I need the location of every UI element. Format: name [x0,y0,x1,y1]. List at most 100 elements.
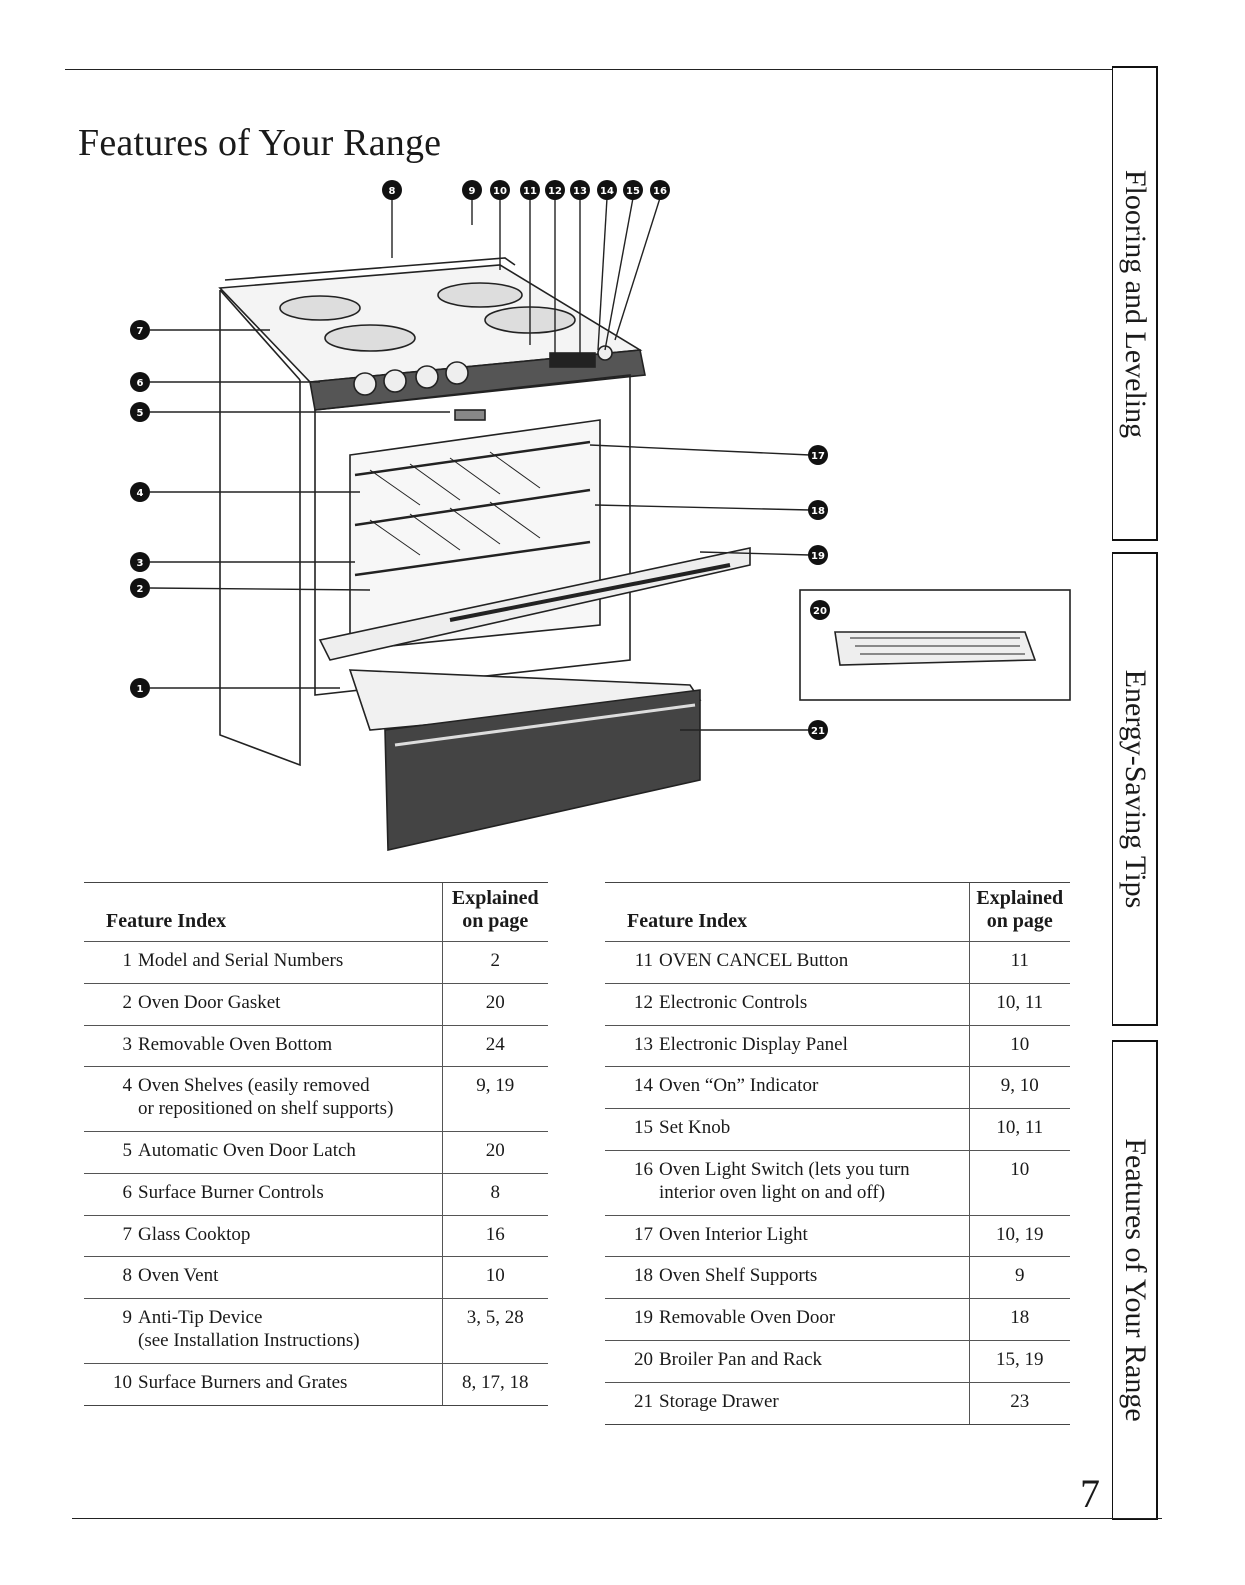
feature-name: Removable Oven Bottom [138,1033,333,1055]
column-header-feature: Feature Index [605,882,969,942]
feature-number: 14 [634,1075,653,1097]
page-reference: 8, 17, 18 [441,1362,548,1406]
feature-number: 17 [634,1223,653,1245]
side-tab-energy-saving-tips[interactable]: Energy-Saving Tips [1112,552,1158,1026]
feature-name-continued: or repositioned on shelf supports) [138,1098,394,1120]
callout-4: 4 [137,488,144,499]
feature-number: 11 [634,950,653,971]
page-reference: 20 [441,1130,548,1174]
callout-18: 18 [811,506,825,517]
feature-number: 4 [122,1075,133,1097]
callout-21: 21 [811,726,825,737]
callout-7: 7 [137,326,144,337]
feature-number: 7 [122,1223,133,1245]
table-row: 17 Oven Interior Light 10, 19 [605,1214,1070,1257]
feature-number: 10 [113,1371,132,1393]
feature-name: Oven Interior Light [659,1223,808,1245]
page-reference: 9 [968,1256,1070,1299]
feature-name: Electronic Display Panel [659,1033,848,1055]
feature-name: Glass Cooktop [138,1223,251,1245]
feature-name: Oven Shelf Supports [659,1265,818,1287]
feature-cell: 18 Oven Shelf Supports [605,1256,969,1299]
page-reference: 10 [968,1149,1070,1216]
callout-14: 14 [600,186,614,197]
feature-number: 21 [634,1390,653,1412]
callout-1: 1 [137,684,144,695]
feature-number: 20 [634,1348,653,1370]
callout-17: 17 [811,451,825,462]
feature-name: Broiler Pan and Rack [659,1348,823,1370]
page-reference: 10 [441,1256,548,1299]
callout-8: 8 [389,186,396,197]
feature-name: Automatic Oven Door Latch [138,1139,356,1161]
feature-name: Anti-Tip Device [138,1307,263,1329]
feature-number: 6 [122,1181,133,1203]
feature-cell: 17 Oven Interior Light [605,1214,969,1257]
page-reference: 11 [968,941,1070,984]
feature-number: 19 [634,1307,653,1329]
page-reference: 10, 19 [968,1214,1070,1257]
table-row: 12 Electronic Controls 10, 11 [605,982,1070,1026]
page-reference: 8 [441,1172,548,1216]
side-tab-flooring-and-leveling[interactable]: Flooring and Leveling [1112,66,1158,541]
side-tab-features-of-your-range[interactable]: Features of Your Range [1112,1040,1158,1520]
feature-number: 12 [634,991,653,1013]
callout-20: 20 [813,606,827,617]
page-reference: 16 [441,1214,548,1257]
feature-number: 18 [634,1265,653,1287]
callout-3: 3 [137,558,144,569]
feature-name: Electronic Controls [659,991,808,1013]
feature-cell: 12 Electronic Controls [605,982,969,1026]
side-tab-label: Features of Your Range [1118,1138,1152,1422]
feature-number: 5 [122,1139,133,1161]
feature-name: Oven Light Switch (lets you turn [659,1158,910,1180]
page-reference: 10, 11 [968,982,1070,1026]
top-rule [65,69,1113,70]
page-reference: 2 [441,941,548,984]
callout-13: 13 [573,186,587,197]
callout-5: 5 [137,408,144,419]
feature-name: OVEN CANCEL Button [659,950,849,971]
feature-name: Surface Burner Controls [138,1181,324,1203]
column-header-feature: Feature Index [84,882,442,942]
page-number: 7 [1080,1471,1100,1516]
table-row: 11 OVEN CANCEL Button 11 [605,941,1070,984]
range-diagram: 1 2 3 4 5 6 7 8 9 10 11 12 13 14 15 16 1… [130,180,1071,851]
feature-number: 13 [634,1033,653,1055]
page-reference: 10, 11 [968,1108,1070,1151]
feature-number: 3 [122,1033,133,1055]
feature-name-continued: (see Installation Instructions) [138,1329,360,1351]
page-reference: 20 [441,982,548,1026]
page-reference: 3, 5, 28 [441,1298,548,1364]
callout-9: 9 [469,186,476,197]
feature-number: 2 [122,991,133,1013]
feature-number: 8 [122,1265,133,1287]
page-reference: 9, 19 [441,1066,548,1132]
page-reference: 23 [968,1381,1070,1425]
side-tab-label: Flooring and Leveling [1118,169,1152,438]
feature-number: 15 [634,1117,653,1139]
feature-number: 9 [122,1307,133,1329]
page-reference: 24 [441,1024,548,1067]
feature-name-continued: interior oven light on and off) [659,1181,886,1203]
